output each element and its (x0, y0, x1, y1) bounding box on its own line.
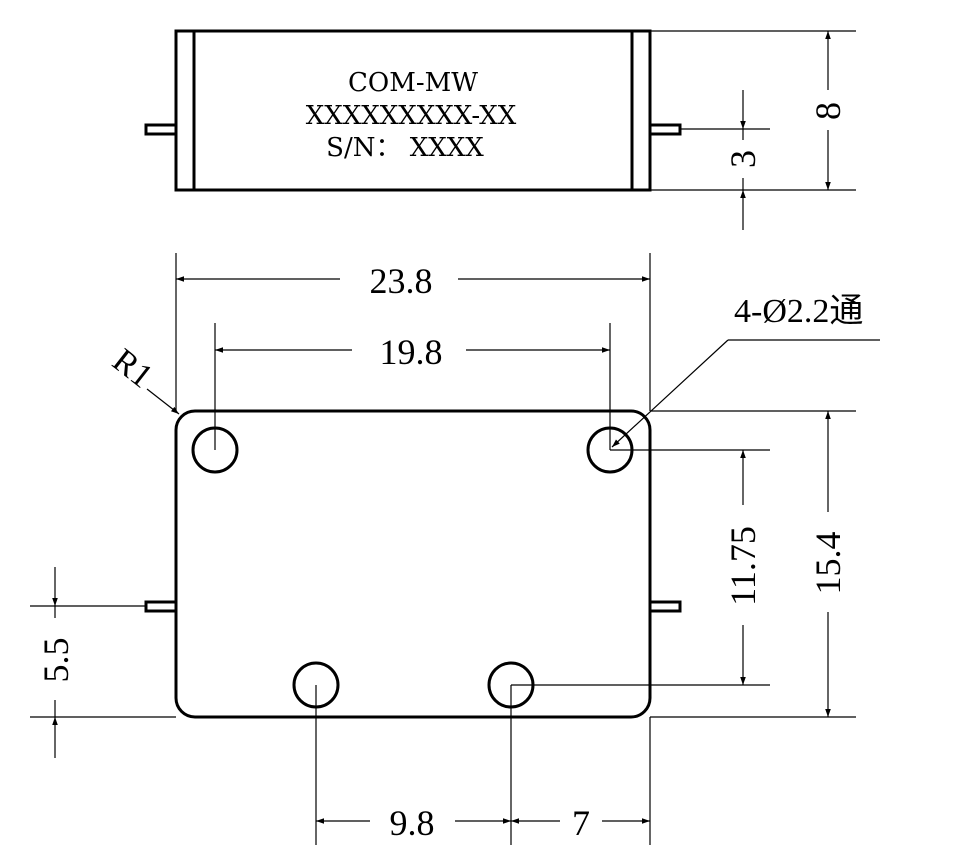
dim-label-7: 7 (572, 803, 590, 843)
top-view-right-pin (648, 600, 682, 613)
side-view-body (174, 29, 652, 192)
dim-label-23-8: 23.8 (370, 261, 433, 301)
side-view-left-pin (144, 123, 178, 136)
dim-label-9-8: 9.8 (390, 803, 435, 843)
top-view-body (174, 409, 652, 719)
dim-hole-pitch-vertical: 11.75 (511, 449, 770, 686)
dim-label-8: 8 (808, 102, 848, 120)
dim-label-mounting-holes: 4-Ø2.2通 (734, 293, 863, 330)
dim-label-5-5: 5.5 (36, 638, 76, 683)
dim-corner-radius: R1 (105, 342, 180, 415)
dim-label-19-8: 19.8 (380, 332, 443, 372)
dim-label-r1: R1 (105, 342, 159, 396)
dim-hole-pitch-bottom: 9.8 (315, 685, 651, 845)
dim-pin-offset: 5.5 (30, 567, 176, 758)
side-view-right-pin (648, 123, 682, 136)
dim-pin-height: 3 (680, 90, 770, 230)
marking-line-3: S/N： XXXX (326, 133, 484, 163)
side-view: COM-MW XXXXXXXXX-XX S/N： XXXX (144, 29, 682, 192)
marking-line-1: COM-MW (348, 68, 478, 98)
dim-label-15-4: 15.4 (808, 532, 848, 595)
dim-label-11-75: 11.75 (723, 526, 763, 606)
top-view-left-pin (144, 600, 178, 613)
dim-mounting-holes: 4-Ø2.2通 (611, 293, 880, 448)
dim-overall-length: 23.8 (175, 253, 651, 411)
dim-hole-to-edge: 7 (511, 803, 650, 843)
dim-label-3: 3 (723, 150, 763, 168)
dim-hole-pitch-top: 19.8 (214, 323, 611, 450)
dim-overall-width: 15.4 (650, 410, 856, 718)
dim-body-height-side: 8 (650, 30, 856, 191)
top-view (144, 409, 682, 719)
marking-line-2: XXXXXXXXX-XX (306, 101, 517, 131)
